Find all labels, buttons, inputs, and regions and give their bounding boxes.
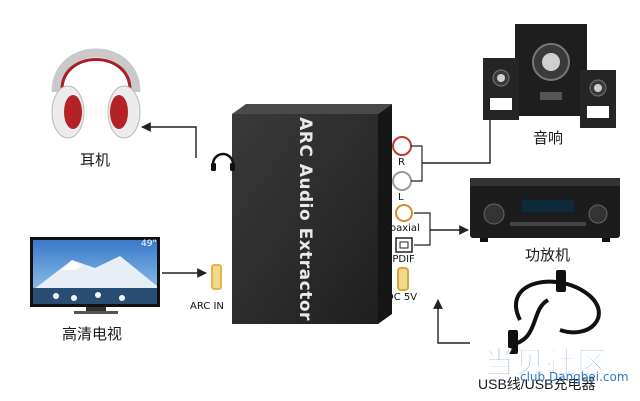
headphones-image (51, 48, 141, 139)
coaxial-spdif-bracket-line (414, 212, 431, 246)
amplifier-image (470, 178, 620, 242)
dc-port-label: DC 5V (386, 292, 418, 303)
speakers-image (483, 24, 616, 128)
amplifier-label: 功放机 (525, 247, 571, 264)
usb-label: USB线/USB充电器 (478, 376, 596, 392)
dc-port (397, 267, 409, 291)
rl-bracket-line (411, 145, 423, 182)
headphone-connection-line (141, 122, 197, 158)
l-port-label: L (398, 192, 404, 203)
tv-image (30, 237, 160, 314)
watermark-url: club.Dangbei.com (520, 370, 629, 384)
arc-audio-extractor-box (232, 104, 392, 324)
spdif-port (395, 237, 413, 253)
headphone-port-icon (211, 152, 235, 171)
r-port (392, 136, 412, 156)
coaxial-port-label: Coaxial (383, 223, 420, 234)
tv-label: 高清电视 (62, 326, 123, 343)
watermark-logo-text: 当贝社区 (484, 346, 608, 382)
coaxial-port (395, 204, 413, 222)
speakers-label: 音响 (533, 130, 564, 147)
spdif-port-label: SPDIF (386, 254, 415, 265)
device-title-text: ARC Audio Extractor (295, 117, 316, 321)
arc-in-port (211, 264, 222, 290)
headphones-label: 耳机 (80, 152, 111, 169)
usb-cable-image (508, 270, 601, 354)
l-port (392, 171, 412, 191)
tv-size-badge: 49" (141, 239, 157, 249)
device-title: ARC Audio Extractor (232, 114, 378, 324)
r-port-label: R (398, 157, 405, 168)
arc-in-port-label: ARC IN (190, 301, 224, 312)
usb-connection-line (433, 299, 470, 344)
